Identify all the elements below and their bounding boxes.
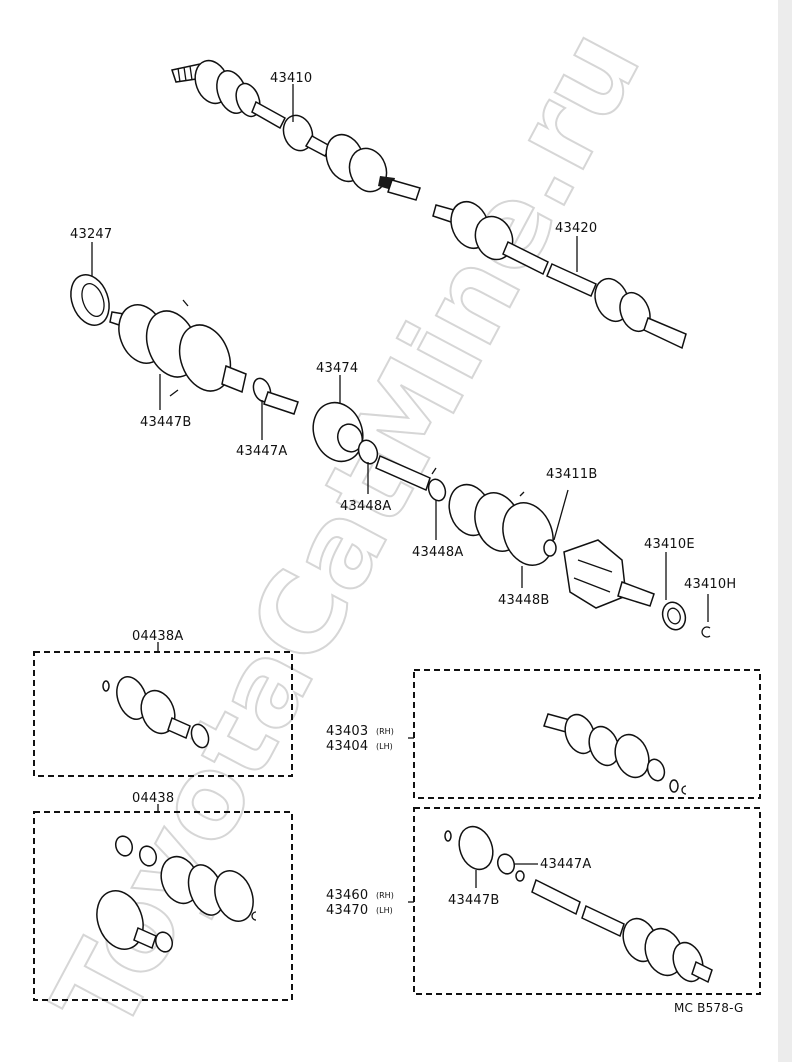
label-43470-side: (LH) — [376, 906, 393, 915]
label-43448A-2: 43448A — [412, 545, 463, 560]
kit-43460-parts[interactable] — [444, 822, 713, 986]
diagram-code: MC B578-G — [674, 1001, 744, 1015]
snap-ring-43410H[interactable] — [701, 626, 711, 638]
label-43470: 43470 — [326, 903, 368, 918]
kit-box-04438A — [33, 651, 293, 777]
cup-43474[interactable] — [305, 396, 371, 469]
label-43404: 43404 — [326, 739, 368, 754]
label-43403: 43403 — [326, 724, 368, 739]
label-43448B: 43448B — [498, 593, 549, 608]
label-43420: 43420 — [555, 221, 597, 236]
label-43410: 43410 — [270, 71, 312, 86]
boot-43447B[interactable] — [109, 298, 299, 415]
kit-box-43403-43404 — [413, 669, 761, 799]
drive-shaft-43410[interactable] — [171, 56, 421, 201]
page-edge — [778, 0, 792, 1062]
label-43447A-kit: 43447A — [540, 857, 591, 872]
label-43447B-kit: 43447B — [448, 893, 499, 908]
drive-shaft-43420[interactable] — [432, 196, 687, 350]
inner-shaft-43448[interactable] — [375, 454, 561, 572]
label-43447B: 43447B — [140, 415, 191, 430]
outer-joint-43247[interactable] — [64, 269, 116, 330]
label-43447A: 43447A — [236, 444, 287, 459]
label-43460-side: (RH) — [376, 891, 394, 900]
kit-box-43460-43470 — [413, 807, 761, 995]
label-43474: 43474 — [316, 361, 358, 376]
seal-43410E[interactable] — [659, 599, 689, 633]
label-43410E: 43410E — [644, 537, 695, 552]
label-43460: 43460 — [326, 888, 368, 903]
leader-43411B — [553, 489, 569, 541]
clamp-43448A-1[interactable] — [355, 438, 380, 467]
label-43403-side: (RH) — [376, 727, 394, 736]
kit-04438-parts[interactable] — [89, 834, 260, 956]
kit-43403-parts[interactable] — [543, 710, 687, 795]
label-43410H: 43410H — [684, 577, 736, 592]
label-04438A: 04438A — [132, 629, 183, 644]
kit-04438A-parts[interactable] — [102, 673, 212, 750]
tripod-housing[interactable] — [563, 539, 655, 609]
label-43411B: 43411B — [546, 467, 597, 482]
label-43448A-1: 43448A — [340, 499, 391, 514]
label-43247: 43247 — [70, 227, 112, 242]
label-04438: 04438 — [132, 791, 174, 806]
clip-43411B[interactable] — [543, 539, 557, 557]
kit-box-04438 — [33, 811, 293, 1001]
label-43404-side: (LH) — [376, 742, 393, 751]
